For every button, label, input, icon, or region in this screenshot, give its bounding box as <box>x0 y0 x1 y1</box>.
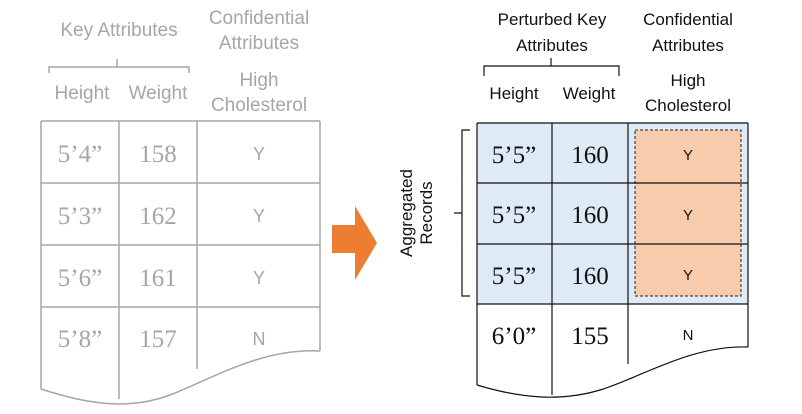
torn-edge <box>40 350 321 405</box>
aggregated-label-line2: Records <box>417 181 436 244</box>
cholesterol-header-line2: Cholesterol <box>645 96 731 115</box>
height-cell: 5’5” <box>492 142 536 169</box>
height-cell: 5’3” <box>58 203 102 230</box>
weight-cell: 160 <box>571 142 609 169</box>
cholesterol-header-line1: High <box>671 71 706 90</box>
cholesterol-cell: N <box>253 329 266 349</box>
perturbed-header-line2: Attributes <box>516 36 588 55</box>
table-row: 6’0” 155 N <box>492 323 694 350</box>
right-arrow-icon <box>332 206 377 280</box>
aggregated-label-line1: Aggregated <box>397 169 416 257</box>
weight-cell: 160 <box>571 202 609 229</box>
key-attributes-header: Key Attributes <box>60 20 177 41</box>
height-cell: 5’5” <box>492 202 536 229</box>
table-row: 5’3” 162 Y <box>58 203 265 230</box>
cholesterol-header-line2: Cholesterol <box>211 95 307 116</box>
table-row: 5’5” 160 Y <box>492 142 693 169</box>
confidential-group-box <box>634 129 742 297</box>
height-cell: 6’0” <box>492 323 536 350</box>
confidential-header-line1: Confidential <box>643 10 733 29</box>
height-cell: 5’6” <box>58 265 102 292</box>
aggregated-records-label: Aggregated Records <box>397 169 436 257</box>
cholesterol-cell: Y <box>683 207 693 224</box>
height-column-header: Height <box>55 83 111 104</box>
height-column-header: Height <box>489 84 538 103</box>
confidential-header-line2: Attributes <box>652 36 724 55</box>
height-cell: 5’5” <box>492 263 536 290</box>
confidential-header-line2: Attributes <box>219 33 299 54</box>
weight-cell: 160 <box>571 263 609 290</box>
cholesterol-cell: Y <box>683 147 693 164</box>
table-row: 5’5” 160 Y <box>492 263 693 290</box>
perturbed-header-line1: Perturbed Key <box>498 10 607 29</box>
weight-column-header: Weight <box>129 83 189 104</box>
weight-cell: 157 <box>139 326 177 353</box>
torn-edge <box>476 346 749 398</box>
aggregated-records-bracket <box>454 129 470 297</box>
height-cell: 5’8” <box>58 326 102 353</box>
cholesterol-cell: Y <box>253 144 265 164</box>
cholesterol-cell: Y <box>253 206 265 226</box>
weight-column-header: Weight <box>563 84 616 103</box>
perturbed-table <box>454 58 749 398</box>
weight-cell: 162 <box>139 203 177 230</box>
table-row: 5’5” 160 Y <box>492 202 693 229</box>
cholesterol-header-line1: High <box>239 70 278 91</box>
table-row: 5’4” 158 Y <box>58 141 265 168</box>
perturbed-key-brace <box>483 58 620 76</box>
original-table <box>40 59 321 405</box>
table-row: 5’6” 161 Y <box>58 265 265 292</box>
table-row: 5’8” 157 N <box>58 326 266 353</box>
cholesterol-cell: Y <box>683 267 693 284</box>
cholesterol-cell: N <box>683 327 694 344</box>
weight-cell: 161 <box>139 265 177 292</box>
weight-cell: 155 <box>571 323 609 350</box>
key-attributes-brace <box>48 59 190 73</box>
cholesterol-cell: Y <box>253 268 265 288</box>
weight-cell: 158 <box>139 141 177 168</box>
height-cell: 5’4” <box>58 141 102 168</box>
confidential-header-line1: Confidential <box>209 8 309 29</box>
